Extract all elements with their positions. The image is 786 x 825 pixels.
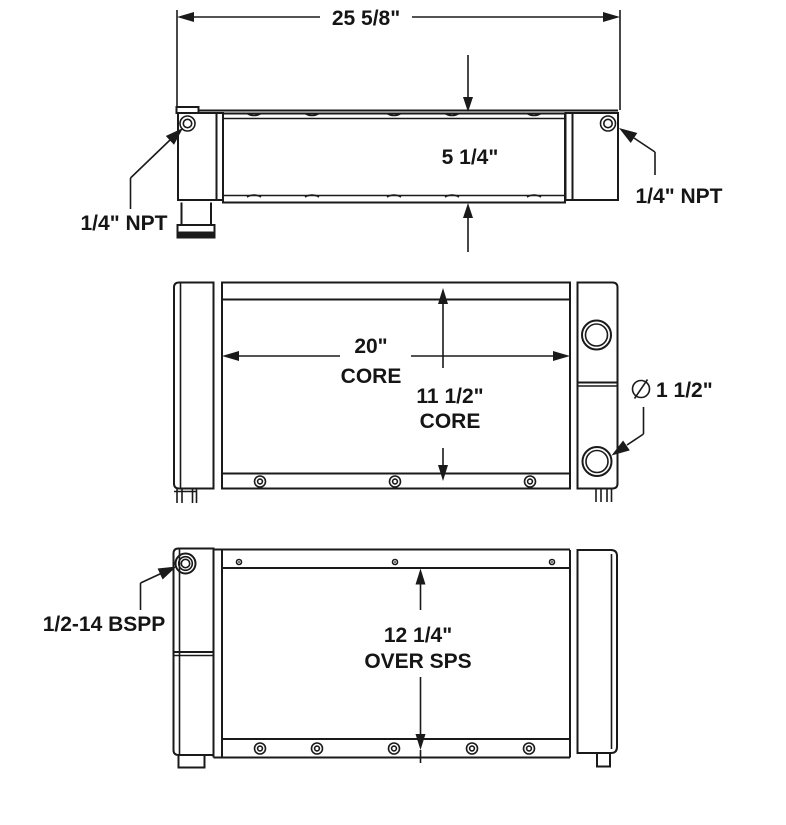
arrowhead-down (415, 734, 426, 750)
left-tank-front-view (173, 281, 215, 490)
bolt-hole (388, 475, 402, 488)
arrowhead-right (603, 12, 620, 22)
right-npt-callout: 1/4" NPT (619, 128, 723, 208)
left-foot (177, 754, 206, 769)
core-top-view (222, 112, 566, 204)
upper-port (581, 319, 612, 351)
right-tank-front-view (576, 281, 619, 490)
arrowhead-left (177, 12, 194, 22)
screw-hole (235, 558, 243, 566)
right-port-label: 1/4" NPT (636, 185, 723, 208)
flange-bolt-holes (253, 475, 537, 488)
core-width-label: 20" (354, 335, 387, 358)
arrowhead-up (438, 288, 448, 304)
core-width-suffix: CORE (341, 365, 402, 388)
left-tank-rear-view (172, 547, 215, 756)
arrowhead-up (415, 568, 426, 585)
left-npt-fitting (179, 115, 196, 132)
mounting-studs (174, 488, 613, 503)
dimension-core-width: 20" CORE (222, 335, 570, 388)
core-front-view (221, 281, 571, 490)
left-port-label: 1/4" NPT (81, 212, 168, 235)
tube-ticks (246, 112, 542, 198)
height-suffix-label: OVER SPS (364, 650, 471, 673)
leader-arrowhead (157, 566, 177, 580)
screw-hole (548, 558, 556, 566)
left-npt-callout: 1/4" NPT (81, 128, 183, 235)
bolt-hole (253, 742, 267, 755)
leader-arrowhead (611, 440, 630, 456)
core-height-label: 11 1/2" (416, 385, 483, 408)
overall-depth-label: 5 1/4" (442, 146, 499, 169)
arrowhead-up (463, 203, 473, 218)
overall-width-label: 25 5/8" (332, 7, 400, 30)
height-over-sps-label: 12 1/4" (384, 624, 452, 647)
bspp-fitting (174, 552, 197, 575)
port-diameter-callout: 1 1/2" (611, 379, 713, 456)
bolt-hole (523, 475, 537, 488)
diameter-symbol-icon (631, 379, 651, 399)
rear-view: 12 1/4" OVER SPS 1/2-14 BSPP (43, 547, 618, 769)
arrowhead-right (553, 351, 570, 361)
right-npt-fitting (599, 115, 617, 132)
bolt-hole (253, 475, 267, 488)
bolt-hole (522, 742, 536, 755)
leader-arrowhead (165, 128, 183, 145)
dimension-overall-width: 25 5/8" (176, 7, 621, 110)
top-view-body (175, 106, 619, 239)
dimension-core-height: 11 1/2" CORE (416, 288, 484, 481)
port-thread-label: 1/2-14 BSPP (43, 613, 166, 636)
side-plate-screw-holes (235, 558, 556, 566)
outlet-pipe (176, 202, 216, 239)
lower-port (581, 446, 613, 477)
front-view: 20" CORE 11 1/2" CORE 1 1/2" (173, 281, 713, 503)
right-tank-rear-view (576, 549, 618, 754)
bolt-hole (310, 742, 324, 755)
bolt-hole (465, 742, 479, 755)
dimension-overall-depth: 5 1/4" (442, 55, 499, 252)
bolt-hole (387, 742, 401, 755)
port-diameter-label: 1 1/2" (656, 379, 713, 402)
arrowhead-down (463, 97, 473, 112)
bspp-callout: 1/2-14 BSPP (43, 566, 177, 636)
dimension-height-over-sps: 12 1/4" OVER SPS (364, 568, 472, 763)
core-height-suffix: CORE (420, 410, 481, 433)
right-foot (596, 752, 611, 768)
arrowhead-down (438, 465, 448, 481)
arrowhead-left (222, 351, 239, 361)
screw-hole (391, 558, 399, 566)
top-view: 25 5/8" (81, 7, 723, 252)
leader-arrowhead (619, 128, 638, 143)
flange-bolt-holes (253, 742, 536, 755)
